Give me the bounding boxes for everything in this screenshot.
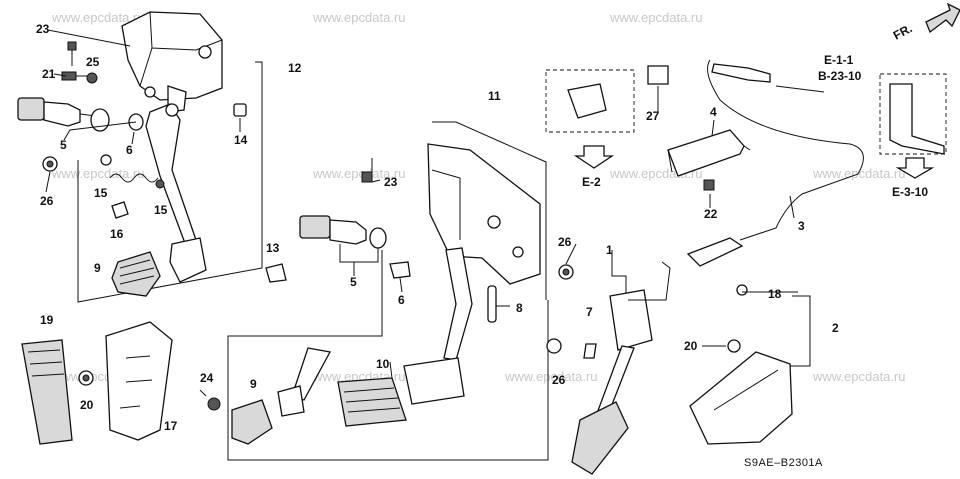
callout-5-center: 5 — [350, 275, 357, 289]
callout-17: 17 — [164, 419, 178, 433]
callout-3: 3 — [798, 219, 805, 233]
diagram-code: S9AE–B2301A — [744, 457, 823, 469]
callout-1: 1 — [606, 243, 613, 257]
callout-23-left: 23 — [36, 22, 50, 36]
brake-pedal-group — [17, 11, 263, 303]
callout-8: 8 — [516, 301, 523, 315]
callout-labels: 23 21 25 12 5 6 14 26 15 15 16 9 13 19 2… — [36, 21, 928, 469]
callout-14: 14 — [234, 133, 248, 147]
callout-26-lower: 26 — [552, 373, 566, 387]
ref-e-2: E-2 — [582, 175, 601, 189]
callout-16: 16 — [110, 227, 124, 241]
callout-27: 27 — [646, 109, 660, 123]
accelerator-group — [546, 250, 811, 475]
leader-lines — [45, 29, 798, 379]
clutch-pedal-group — [227, 121, 574, 461]
callout-20-left: 20 — [80, 398, 94, 412]
callout-15-right: 15 — [154, 203, 168, 217]
callout-22: 22 — [704, 207, 718, 221]
callout-2: 2 — [832, 321, 839, 335]
callout-23-center: 23 — [384, 175, 398, 189]
callout-21: 21 — [42, 67, 56, 81]
callout-18: 18 — [768, 287, 782, 301]
callout-9-left: 9 — [94, 261, 101, 275]
watermark: www.epcdata.ru — [313, 166, 406, 181]
watermark: www.epcdata.ru — [813, 369, 906, 384]
callout-26-center: 26 — [558, 235, 572, 249]
watermark: www.epcdata.ru — [313, 10, 406, 25]
callout-6-left: 6 — [126, 143, 133, 157]
callout-7: 7 — [586, 305, 593, 319]
callout-11: 11 — [488, 89, 501, 103]
watermark: www.epcdata.ru — [813, 166, 906, 181]
callout-15-left: 15 — [94, 186, 108, 200]
callout-13: 13 — [266, 241, 280, 255]
floor-parts-group — [21, 321, 221, 445]
callout-5-left: 5 — [60, 138, 67, 152]
callout-12: 12 — [288, 61, 302, 75]
ref-e-3-10: E-3-10 — [892, 185, 928, 199]
watermark: www.epcdata.ru — [610, 10, 703, 25]
callout-4: 4 — [710, 105, 717, 119]
callout-20-right: 20 — [684, 339, 698, 353]
callout-6-center: 6 — [398, 293, 405, 307]
callout-25: 25 — [86, 55, 100, 69]
callout-26-left: 26 — [40, 194, 54, 208]
callout-9-lower: 9 — [250, 377, 257, 391]
cable-group — [545, 2, 960, 267]
watermark: www.epcdata.ru — [505, 369, 598, 384]
ref-e-1-1: E-1-1 — [824, 53, 854, 67]
ref-b-23-10: B-23-10 — [818, 69, 862, 83]
callout-19: 19 — [40, 313, 54, 327]
callout-10: 10 — [376, 357, 390, 371]
callout-24: 24 — [200, 371, 214, 385]
orientation-label: FR. — [891, 21, 915, 42]
watermark: www.epcdata.ru — [52, 10, 145, 25]
